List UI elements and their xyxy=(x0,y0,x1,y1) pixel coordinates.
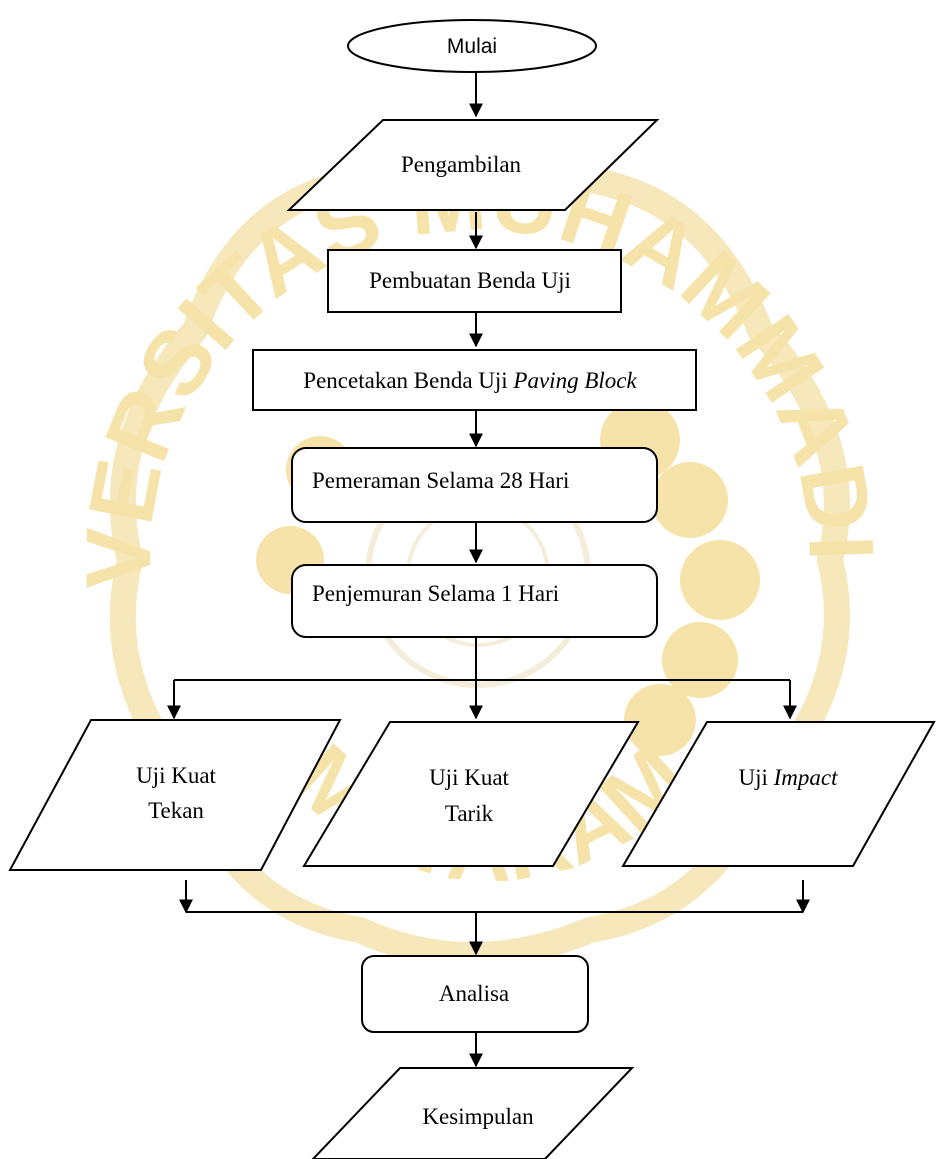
impact-label-plain: Uji xyxy=(738,765,773,790)
flow-shapes xyxy=(8,19,936,1159)
kesimpulan-parallelogram xyxy=(311,1067,635,1159)
analisa-label: Analisa xyxy=(439,981,509,1006)
pencetakan-label: Pencetakan Benda Uji Paving Block xyxy=(303,368,637,393)
pembuatan-process-box xyxy=(327,249,622,313)
flow-connectors xyxy=(167,72,810,1068)
flow-labels: Mulai Pengambilan Pembuatan Benda Uji Pe… xyxy=(136,35,838,1129)
tekan-parallelogram xyxy=(8,719,342,871)
impact-label: Uji Impact xyxy=(738,765,838,790)
penjemuran-label: Penjemuran Selama 1 Hari xyxy=(312,581,559,606)
kesimpulan-label: Kesimpulan xyxy=(422,1104,534,1129)
tekan-label-line1: Uji Kuat xyxy=(136,763,216,788)
start-terminator xyxy=(347,19,597,73)
impact-label-italic: Impact xyxy=(773,765,838,790)
pengambilan-label: Pengambilan xyxy=(401,152,522,177)
impact-parallelogram xyxy=(621,721,936,867)
analisa-process-box xyxy=(361,955,589,1033)
tarik-label-line2: Tarik xyxy=(445,801,494,826)
pemeraman-process-box xyxy=(291,447,658,523)
tarik-parallelogram xyxy=(302,721,640,867)
pembuatan-label: Pembuatan Benda Uji xyxy=(369,268,571,293)
pengambilan-parallelogram xyxy=(286,119,660,211)
tekan-label-line2: Tekan xyxy=(148,798,204,823)
pencetakan-label-plain: Pencetakan Benda Uji xyxy=(303,368,513,393)
tarik-label-line1: Uji Kuat xyxy=(429,765,509,790)
pencetakan-label-italic: Paving Block xyxy=(512,368,637,393)
pencetakan-process-box xyxy=(252,349,697,411)
penjemuran-process-box xyxy=(291,564,658,638)
start-label: Mulai xyxy=(447,35,497,58)
pemeraman-label: Pemeraman Selama 28 Hari xyxy=(312,468,569,493)
